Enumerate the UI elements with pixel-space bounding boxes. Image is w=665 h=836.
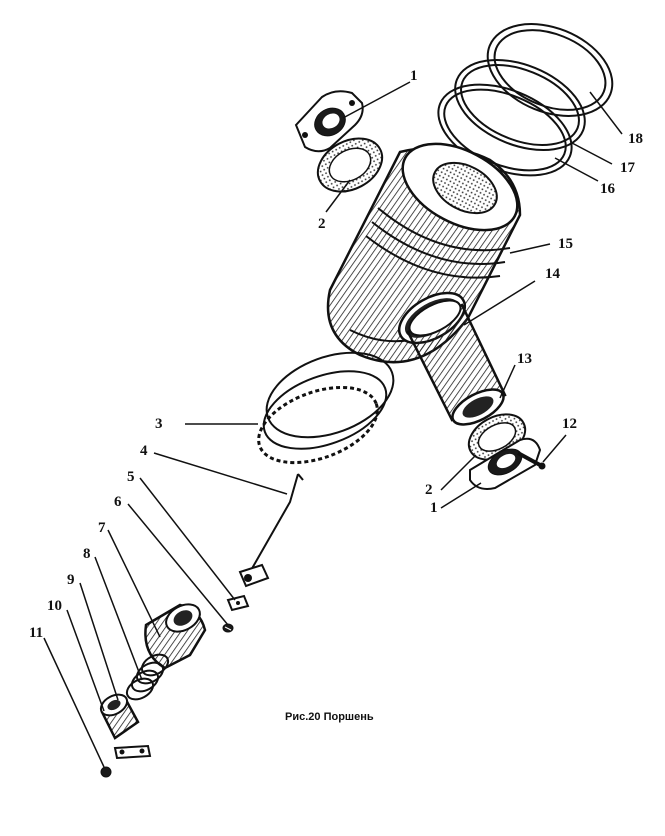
piston-ring-17	[454, 59, 586, 151]
spring-rod-4	[238, 473, 304, 588]
piston-pin	[406, 299, 507, 426]
lock-plate-1-bottom	[469, 437, 542, 490]
figure-caption: Рис.20 Поршень	[285, 711, 374, 723]
callout-9: 9	[67, 572, 75, 588]
lock-plate-1-top	[294, 90, 364, 153]
callout-2-bottom: 2	[425, 482, 433, 498]
callout-13: 13	[517, 351, 532, 367]
callout-12: 12	[562, 416, 577, 432]
callout-4: 4	[140, 443, 148, 459]
washer-5	[226, 594, 250, 612]
callout-1-top: 1	[410, 68, 418, 84]
leader-lines	[43, 81, 623, 768]
bolt-12	[517, 451, 546, 470]
callout-2-top: 2	[318, 216, 326, 232]
piston-ring-18	[486, 23, 614, 117]
screw-11	[100, 766, 112, 778]
callout-16: 16	[600, 181, 616, 197]
gasket-2-top	[316, 137, 384, 193]
callout-8: 8	[83, 546, 91, 562]
callout-11: 11	[29, 625, 43, 641]
callout-14: 14	[545, 266, 561, 282]
callout-17: 17	[620, 160, 636, 176]
callout-5: 5	[127, 469, 135, 485]
callout-1-bottom: 1	[430, 500, 438, 516]
callout-15: 15	[558, 236, 573, 252]
callout-18: 18	[628, 131, 643, 147]
housing-7	[144, 603, 207, 670]
spring-8	[125, 653, 170, 701]
oil-ring-3	[257, 351, 395, 465]
cup-9	[99, 693, 140, 740]
callout-6: 6	[114, 494, 122, 510]
screw-6	[222, 623, 234, 633]
callout-10: 10	[47, 598, 62, 614]
callout-3: 3	[155, 416, 163, 432]
plate-10	[113, 744, 152, 760]
callout-7: 7	[98, 520, 106, 536]
